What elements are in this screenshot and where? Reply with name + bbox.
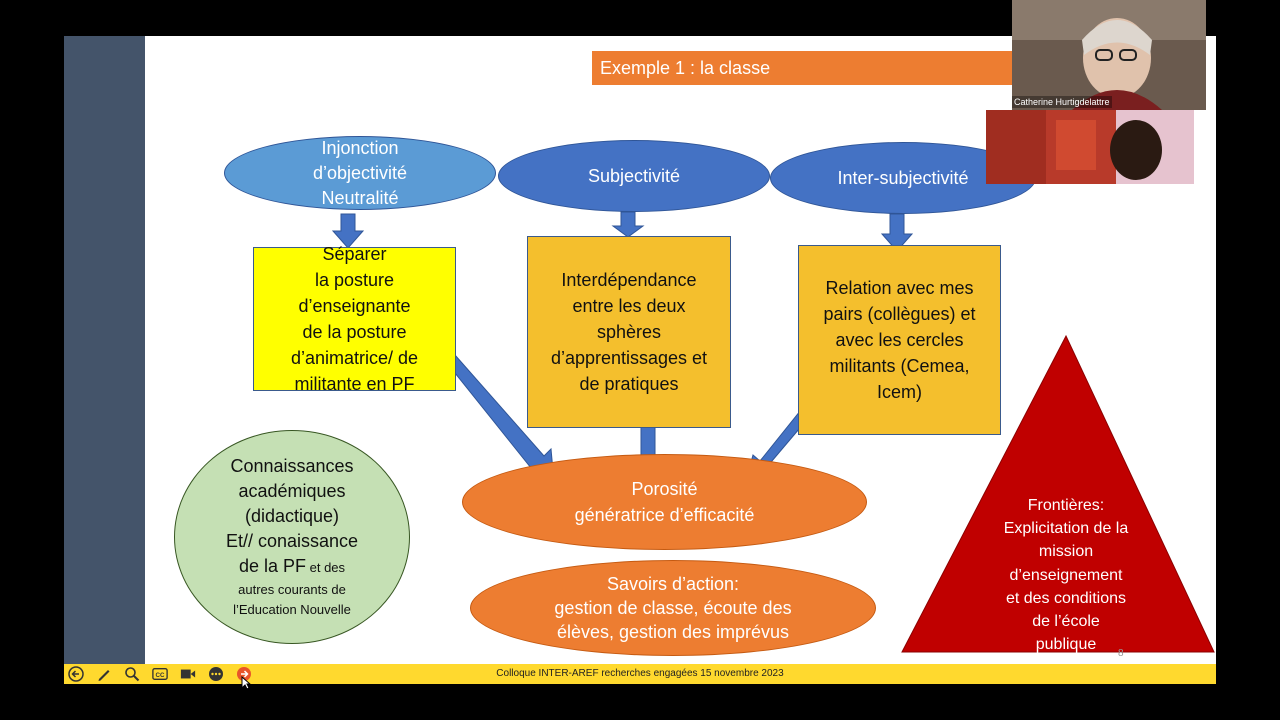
interdependance-line-2: entre les deux [572, 296, 686, 316]
frontieres-line-3: mission [1038, 543, 1094, 561]
connaissances-line-3: (didactique) [244, 506, 340, 526]
arrow-down-3 [880, 213, 914, 252]
connaissances-line-4: Et// conaissance [225, 531, 359, 551]
frontieres-line-2: Explicitation de la [1003, 520, 1129, 538]
intersubjectivite-ellipse: Inter-subjectivité [770, 142, 1036, 214]
frontieres-line-4: d’enseignement [1009, 566, 1123, 584]
frontieres-line-1: Frontières: [1027, 497, 1105, 514]
connaissances-line-1: Connaissances [230, 456, 354, 476]
intersubjectivite-label: Inter-subjectivité [837, 167, 969, 188]
zoom-icon[interactable] [124, 666, 140, 682]
porosite-ellipse: Porosité génératrice d’efficacité [462, 454, 867, 550]
connaissances-circle: Connaissances académiques (didactique) E… [174, 430, 410, 644]
next-icon[interactable] [236, 666, 252, 682]
frontieres-line-5: et des conditions [1005, 589, 1127, 607]
interdependance-line-5: de pratiques [579, 374, 679, 394]
injonction-line-1: Injonction [321, 137, 399, 158]
slide-sidebar [64, 36, 145, 684]
interdependance-line-4: d’apprentissages et [550, 348, 708, 368]
back-icon[interactable] [68, 666, 84, 682]
separer-line-3: d’enseignante [298, 296, 411, 316]
frontieres-line-6: de l’école [1032, 613, 1100, 631]
relation-line-2: pairs (collègues) et [823, 304, 976, 324]
frontieres-triangle [901, 334, 1215, 653]
injonction-line-2: d’objectivité [312, 162, 408, 183]
connaissances-line-2: académiques [238, 481, 346, 501]
arrows-layer [331, 211, 1215, 653]
separer-line-2: la posture [314, 270, 395, 290]
participant-video[interactable]: Catherine Hurtigdelattre [1012, 0, 1206, 110]
participant-avatar [1012, 0, 1206, 110]
porosite-line-1: Porosité [631, 479, 698, 499]
subjectivite-ellipse: Subjectivité [498, 140, 770, 212]
separer-line-5: d’animatrice/ de [290, 348, 419, 368]
participant-background-photo [986, 110, 1194, 184]
interdependance-line-3: sphères [596, 322, 662, 342]
savoirs-line-3: élèves, gestion des imprévus [556, 622, 790, 642]
porosite-line-2: génératrice d’efficacité [574, 505, 755, 525]
interdependance-line-1: Interdépendance [561, 270, 697, 290]
mouse-cursor-icon [241, 676, 251, 690]
captions-icon[interactable]: CC [152, 666, 168, 682]
more-icon[interactable] [208, 666, 224, 682]
separer-line-4: de la posture [302, 322, 407, 342]
frontieres-text: Frontières: Explicitation de la mission … [964, 494, 1168, 656]
subjectivite-label: Subjectivité [587, 165, 681, 186]
savoirs-line-2: gestion de classe, écoute des [554, 598, 792, 618]
arrow-down-1 [331, 213, 365, 249]
relation-line-4: militants (Cemea, [829, 356, 970, 376]
frontieres-line-7: publique [1035, 636, 1097, 654]
arrow-down-2 [611, 211, 645, 238]
separer-line-6: militante en PF [294, 374, 415, 394]
separer-box: Séparer la posture d’enseignante de la p… [253, 244, 456, 394]
savoirs-line-1: Savoirs d’action: [606, 574, 740, 594]
slide-page-number: 8 [1118, 648, 1124, 659]
injonction-ellipse: Injonction d’objectivité Neutralité [224, 136, 496, 210]
connaissances-small-2: l’Education Nouvelle [233, 602, 351, 617]
separer-line-1: Séparer [322, 244, 387, 264]
slide-title: Exemple 1 : la classe [592, 51, 1012, 85]
connaissances-pf: de la PF [238, 556, 306, 576]
svg-text:CC: CC [156, 672, 165, 679]
relation-line-1: Relation avec mes [825, 278, 974, 298]
connaissances-small-1: autres courants de [238, 582, 346, 597]
relation-line-5: Icem) [876, 382, 922, 402]
participant-name: Catherine Hurtigdelattre [1012, 96, 1112, 108]
slide-footer: Colloque INTER-AREF recherches engagées … [64, 664, 1216, 684]
pen-icon[interactable] [96, 666, 112, 682]
interdependance-box: Interdépendance entre les deux sphères d… [527, 236, 731, 428]
video-icon[interactable] [180, 666, 196, 682]
relation-line-3: avec les cercles [835, 330, 964, 350]
connaissances-et-des: et des [306, 560, 346, 575]
relation-box: Relation avec mes pairs (collègues) et a… [798, 245, 1001, 435]
injonction-line-3: Neutralité [321, 187, 399, 208]
savoirs-ellipse: Savoirs d’action: gestion de classe, éco… [470, 560, 876, 656]
footer-text: Colloque INTER-AREF recherches engagées … [496, 668, 784, 679]
